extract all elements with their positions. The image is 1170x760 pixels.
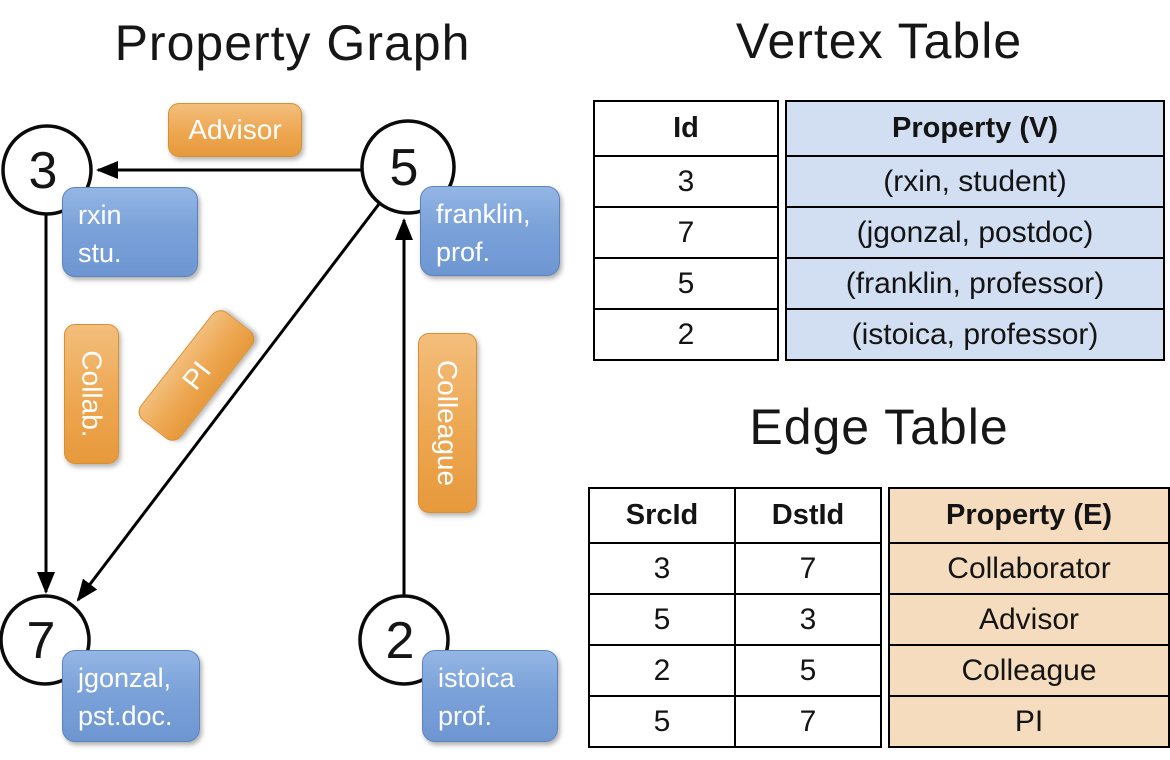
edge-table-header-property: Property (E) xyxy=(946,499,1112,531)
vertex-table-cell-id: 2 xyxy=(595,308,777,359)
property-graph-title: Property Graph xyxy=(114,15,471,71)
edge-table-cell-property: Collaborator xyxy=(890,542,1168,593)
edge-table-cell-dstid: 5 xyxy=(736,644,880,695)
vertex-table-header-id: Id xyxy=(673,112,699,144)
vertex-table-id-column: Id 3 7 5 2 xyxy=(593,100,779,361)
edge-table-header-dstid: DstId xyxy=(771,499,845,531)
edge-label-collab: Collab. xyxy=(64,324,119,464)
edge-table-title: Edge Table xyxy=(749,399,1009,455)
edge-label-advisor-text: Advisor xyxy=(188,114,282,145)
node-3-id: 3 xyxy=(29,142,58,200)
vertex-label-istoica-line1: istoica xyxy=(438,663,515,693)
edge-table-property-column: Property (E) Collaborator Advisor Collea… xyxy=(888,487,1170,748)
vertex-table-header-property: Property (V) xyxy=(892,112,1058,144)
edge-table-cell-srcid: 2 xyxy=(590,644,734,695)
vertex-table-cell-property: (jgonzal, postdoc) xyxy=(787,206,1163,257)
vertex-table-cell-property: (franklin, professor) xyxy=(787,257,1163,308)
vertex-table-title: Vertex Table xyxy=(735,13,1023,69)
vertex-label-jgonzal-line2: pst.doc. xyxy=(78,701,173,732)
edge-table-cell-dstid: 7 xyxy=(736,542,880,593)
edge-table: SrcId 3 5 2 5 DstId 7 3 5 7 Property (E)… xyxy=(588,487,1170,748)
edge-pi-5-to-7 xyxy=(76,199,384,602)
edge-table-cell-property: Colleague xyxy=(890,644,1168,695)
edge-table-header-srcid: SrcId xyxy=(625,499,699,531)
vertex-label-istoica: istoica prof. xyxy=(422,650,558,742)
edge-table-cell-srcid: 5 xyxy=(590,593,734,644)
vertex-table-cell-property: (istoica, professor) xyxy=(787,308,1163,359)
node-5-id: 5 xyxy=(390,139,419,197)
vertex-table-cell-property: (rxin, student) xyxy=(787,155,1163,206)
vertex-label-franklin: franklin, prof. xyxy=(420,186,560,276)
edge-label-pi-text: PI xyxy=(175,355,217,396)
edge-table-cell-dstid: 3 xyxy=(736,593,880,644)
edge-label-collab-text: Collab. xyxy=(76,350,108,438)
vertex-table-property-column: Property (V) (rxin, student) (jgonzal, p… xyxy=(785,100,1165,361)
edge-label-colleague-text: Colleague xyxy=(432,359,464,487)
edge-table-cell-dstid: 7 xyxy=(736,695,880,746)
edge-table-cell-srcid: 3 xyxy=(590,542,734,593)
vertex-label-franklin-line2: prof. xyxy=(436,237,491,268)
node-2-id: 2 xyxy=(386,612,415,670)
edge-label-colleague: Colleague xyxy=(418,333,477,513)
vertex-label-rxin-line2: stu. xyxy=(78,238,122,269)
vertex-table-cell-id: 3 xyxy=(595,155,777,206)
vertex-table-cell-id: 7 xyxy=(595,206,777,257)
node-7-id: 7 xyxy=(27,612,56,670)
edge-table-id-columns: SrcId 3 5 2 5 DstId 7 3 5 7 xyxy=(588,487,882,748)
vertex-label-jgonzal-line1: jgonzal, xyxy=(78,663,172,693)
vertex-table: Id 3 7 5 2 Property (V) (rxin, student) … xyxy=(593,100,1165,361)
vertex-label-jgonzal: jgonzal, pst.doc. xyxy=(62,650,200,742)
vertex-label-istoica-line2: prof. xyxy=(438,701,493,732)
vertex-label-rxin: rxin stu. xyxy=(62,187,198,277)
edge-table-cell-property: PI xyxy=(890,695,1168,746)
edge-label-advisor: Advisor xyxy=(168,103,302,157)
vertex-label-franklin-line1: franklin, xyxy=(436,199,531,229)
vertex-label-rxin-line1: rxin xyxy=(78,200,122,230)
edge-table-cell-srcid: 5 xyxy=(590,695,734,746)
vertex-table-cell-id: 5 xyxy=(595,257,777,308)
edge-table-cell-property: Advisor xyxy=(890,593,1168,644)
